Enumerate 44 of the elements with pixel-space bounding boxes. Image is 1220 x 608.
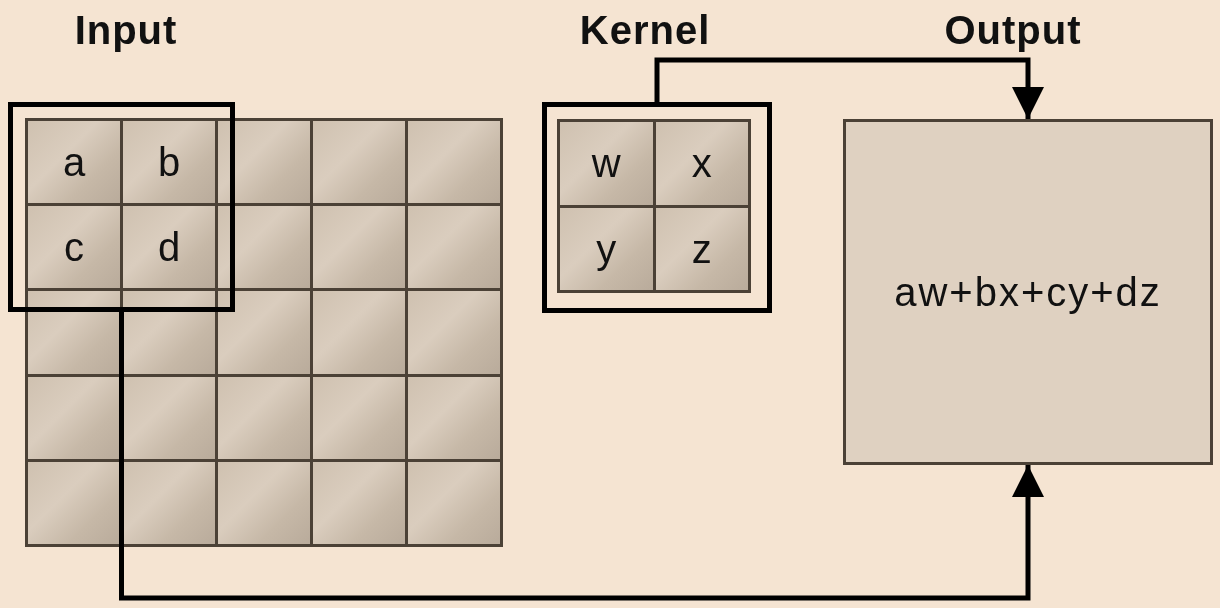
cell-label: z	[691, 226, 712, 271]
grid-cell	[123, 121, 215, 204]
grid-cell	[28, 206, 120, 289]
grid-cell	[123, 291, 215, 374]
grid-cell	[313, 121, 405, 204]
panel-heading: Kernel	[579, 8, 711, 52]
grid-cell	[313, 291, 405, 374]
grid-cell	[218, 121, 310, 204]
grid-cell	[313, 206, 405, 289]
grid-cell	[218, 461, 310, 544]
grid-cell	[408, 121, 500, 204]
cell-label: y	[596, 226, 617, 271]
grid-cell	[313, 461, 405, 544]
kernel-cell	[655, 122, 748, 205]
cell-label: a	[62, 140, 86, 185]
grid-cell	[408, 461, 500, 544]
cell-label: w	[591, 141, 621, 186]
connector-arrow	[654, 57, 1044, 119]
grid-cell	[408, 206, 500, 289]
sliding-window-frame	[8, 102, 235, 312]
grid-cell	[28, 461, 120, 544]
panel-heading: Input	[74, 8, 178, 52]
grid-cell	[123, 206, 215, 289]
grid-cell	[408, 376, 500, 459]
kernel-cell	[560, 207, 653, 290]
cell-label: x	[691, 141, 712, 186]
formula-text: aw+bx+cy+dz	[894, 270, 1162, 314]
cell-label: c	[64, 225, 84, 270]
grid-cell	[28, 121, 120, 204]
grid-cell	[313, 376, 405, 459]
grid-cell	[218, 376, 310, 459]
grid-cell	[123, 376, 215, 459]
grid-cell	[28, 376, 120, 459]
grid-cell	[218, 291, 310, 374]
grid-cell	[123, 461, 215, 544]
cell-label: d	[157, 225, 181, 270]
cell-label: b	[157, 140, 181, 185]
connector-arrow	[119, 312, 1044, 601]
kernel-cell	[655, 207, 748, 290]
kernel-cell	[560, 122, 653, 205]
grid-cell	[218, 206, 310, 289]
panel-heading: Output	[944, 8, 1082, 52]
grid-cell	[408, 291, 500, 374]
grid-cell	[28, 291, 120, 374]
